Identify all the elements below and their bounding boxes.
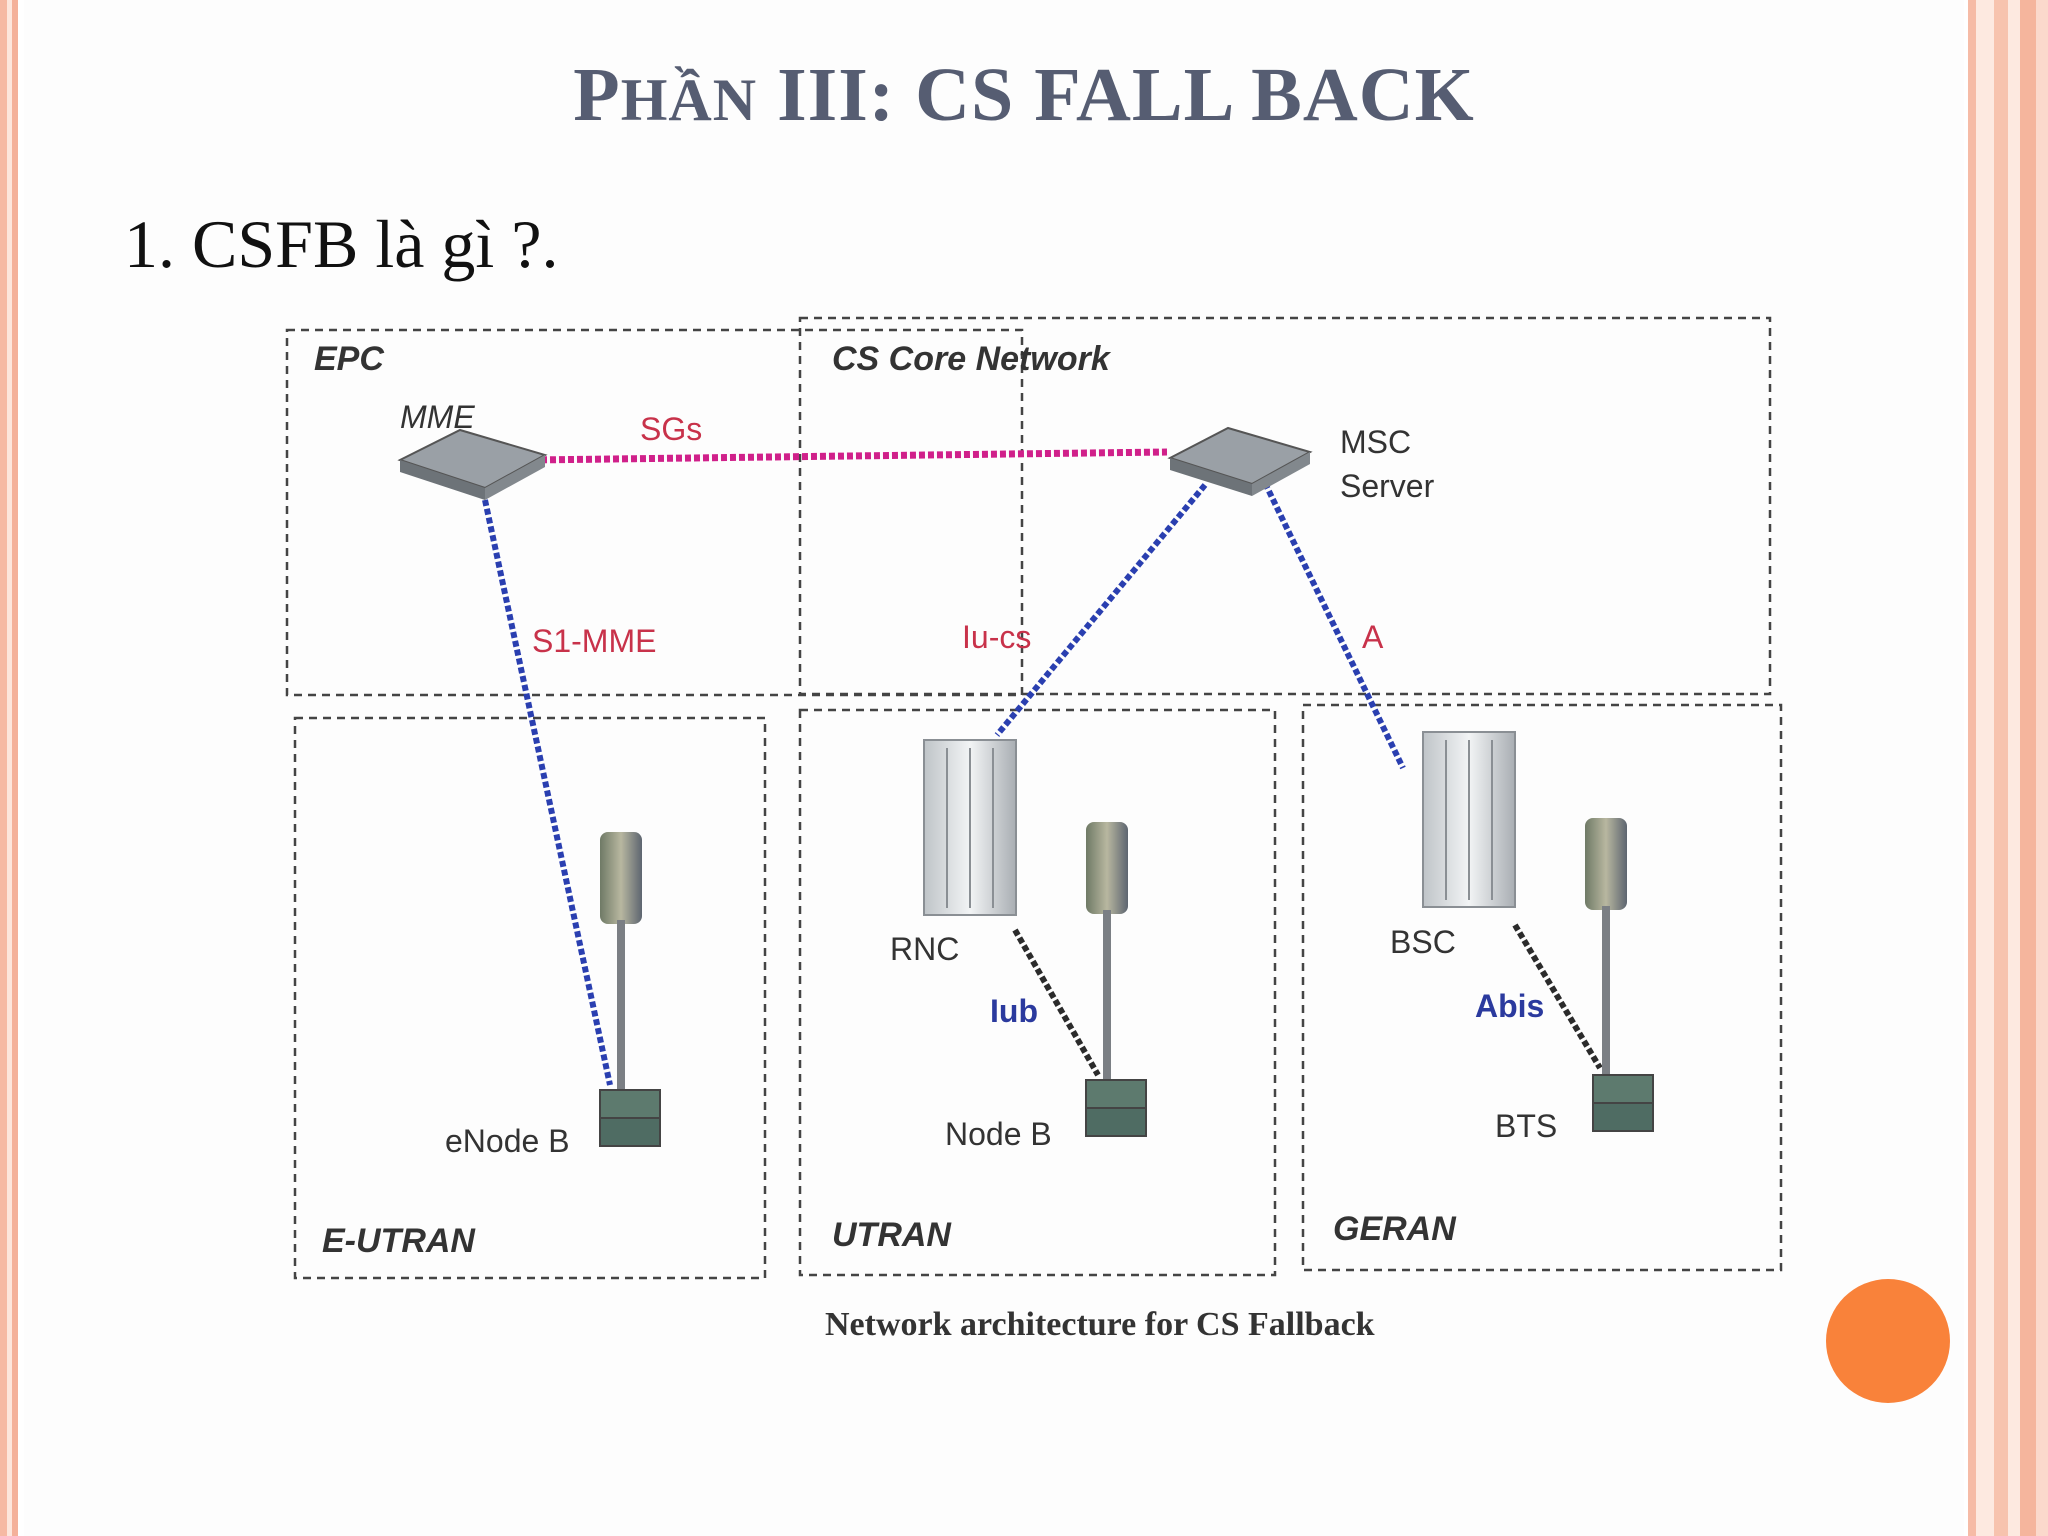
nodeb-box-icon bbox=[1085, 1079, 1147, 1137]
title-smallcaps: HẦN bbox=[620, 67, 758, 133]
a-interface-label: A bbox=[1362, 619, 1384, 655]
slide-title: PHẦN III: CS FALL BACK bbox=[0, 52, 2048, 139]
sgs-link bbox=[531, 448, 1168, 464]
iub-link bbox=[1012, 928, 1101, 1077]
abis-interface-label: Abis bbox=[1475, 988, 1544, 1024]
enodeb-antenna-icon bbox=[600, 832, 642, 1090]
slide-left-border bbox=[0, 0, 24, 1536]
utran-region bbox=[798, 708, 1277, 1277]
epc-label: EPC bbox=[314, 340, 384, 378]
cs-core-label: CS Core Network bbox=[832, 340, 1112, 378]
network-diagram: EPC CS Core Network E-UTRAN UTRAN GERAN … bbox=[285, 316, 1783, 1340]
accent-dot bbox=[1826, 1279, 1950, 1403]
geran-label: GERAN bbox=[1333, 1210, 1457, 1248]
iub-interface-label: Iub bbox=[990, 993, 1038, 1029]
msc-server-router-icon bbox=[1167, 426, 1313, 496]
mme-router-icon bbox=[397, 428, 548, 500]
eutran-label: E-UTRAN bbox=[322, 1222, 476, 1260]
bts-antenna-icon bbox=[1585, 818, 1627, 1076]
geran-region bbox=[1301, 703, 1783, 1272]
epc-region bbox=[285, 328, 1024, 697]
slide-right-border bbox=[1964, 0, 2048, 1536]
section-heading: 1. CSFB là gì ?. bbox=[124, 206, 559, 282]
rnc-cabinet-icon bbox=[923, 739, 1017, 916]
diagram-caption: Network architecture for CS Fallback bbox=[825, 1306, 1375, 1340]
s1-mme-interface-label: S1-MME bbox=[532, 623, 656, 659]
iu-cs-link bbox=[994, 483, 1208, 737]
enodeb-box-icon bbox=[599, 1089, 661, 1147]
bsc-cabinet-icon bbox=[1422, 731, 1516, 908]
abis-link bbox=[1512, 923, 1603, 1070]
msc-label-line1: MSC bbox=[1340, 424, 1411, 460]
enodeb-label: eNode B bbox=[445, 1123, 570, 1159]
rnc-label: RNC bbox=[890, 931, 959, 967]
nodeb-antenna-icon bbox=[1086, 822, 1128, 1080]
bts-box-icon bbox=[1592, 1074, 1654, 1132]
title-rest: III: CS FALL BACK bbox=[757, 53, 1475, 137]
sgs-interface-label: SGs bbox=[640, 411, 702, 447]
a-link bbox=[1262, 481, 1406, 770]
bts-label: BTS bbox=[1495, 1108, 1557, 1144]
title-initial: P bbox=[573, 53, 621, 137]
bsc-label: BSC bbox=[1390, 924, 1456, 960]
iu-cs-interface-label: Iu-cs bbox=[962, 619, 1031, 655]
s1-mme-link bbox=[482, 499, 613, 1086]
mme-label: MME bbox=[400, 399, 475, 435]
utran-label: UTRAN bbox=[832, 1216, 952, 1254]
nodeb-label: Node B bbox=[945, 1116, 1052, 1152]
msc-label-line2: Server bbox=[1340, 468, 1435, 504]
eutran-region bbox=[293, 716, 767, 1280]
